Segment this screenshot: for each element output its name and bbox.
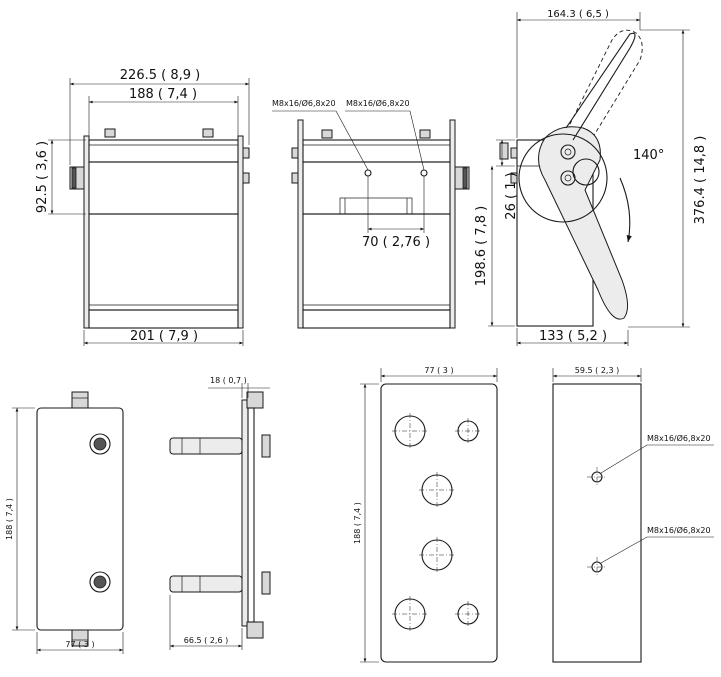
callout-back-right: M8x16/Ø6,8x20	[346, 98, 410, 108]
callout-mount-upper: M8x16/Ø6,8x20	[647, 433, 711, 443]
dim-front-bolt-span: 188 ( 7,4 )	[129, 87, 197, 102]
front-view: 226.5 ( 8,9 ) 188 ( 7,4 ) 92.5 ( 3,6 ) 2…	[35, 68, 250, 346]
dim-plate-height: 188 ( 7,4 )	[5, 498, 14, 540]
dim-side-overall-height: 376.4 ( 14,8 )	[693, 136, 708, 225]
dim-back-hole-spacing: 70 ( 2,76 )	[362, 235, 430, 250]
dim-pin-length: 66.5 ( 2,6 )	[184, 636, 228, 645]
mount-plate-view: 59.5 ( 2,3 ) M8x16/Ø6,8x20 M8x16/Ø6,8x20	[552, 366, 714, 663]
callout-mount-lower: M8x16/Ø6,8x20	[647, 525, 711, 535]
back-view: M8x16/Ø6,8x20 M8x16/Ø6,8x20 70 ( 2,76 )	[272, 98, 470, 329]
dim-holes-plate-width: 77 ( 3 )	[424, 366, 453, 375]
dim-side-pivot-height: 26 ( 1 )	[504, 172, 519, 219]
plate-view: 188 ( 7,4 ) 77 ( 3 )	[5, 391, 124, 654]
dim-side-angle: 140°	[633, 148, 664, 163]
dim-front-overall-width: 226.5 ( 8,9 )	[120, 68, 200, 83]
dim-side-body-height: 198.6 ( 7,8 )	[474, 206, 489, 286]
pin-side-view: 18 ( 0,7 ) 66.5 ( 2,6 )	[169, 376, 271, 650]
dim-pin-flange: 18 ( 0,7 )	[210, 376, 247, 385]
callout-back-left: M8x16/Ø6,8x20	[272, 98, 336, 108]
dim-holes-plate-height: 188 ( 7,4 )	[353, 502, 362, 544]
holes-plate-view: 77 ( 3 ) 188 ( 7,4 )	[353, 366, 498, 663]
dim-side-bottom-width: 133 ( 5,2 )	[539, 329, 607, 344]
side-view: 140° 164.3 ( 6,5 ) 376.4 ( 14,8 ) 26 ( 1…	[474, 9, 708, 346]
dim-side-top-width: 164.3 ( 6,5 )	[547, 9, 609, 20]
dim-plate-width: 77 ( 3 )	[65, 640, 94, 649]
dim-front-height: 92.5 ( 3,6 )	[35, 141, 50, 213]
dim-mount-plate-width: 59.5 ( 2,3 )	[575, 366, 619, 375]
dim-front-bottom-width: 201 ( 7,9 )	[130, 329, 198, 344]
